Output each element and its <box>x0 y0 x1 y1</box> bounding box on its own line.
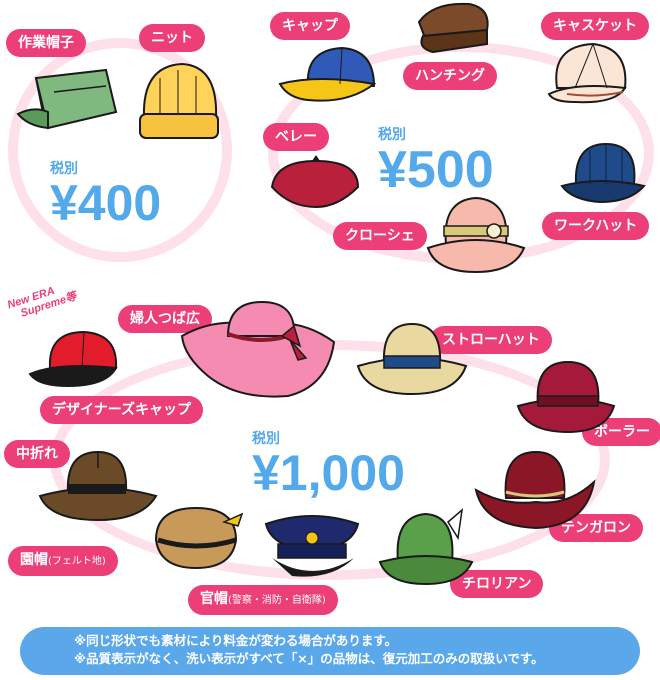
label-designer-cap: デザイナーズキャップ <box>40 396 204 424</box>
price-1000: 税別 ¥1,000 <box>252 428 405 502</box>
fedora-icon <box>38 448 158 524</box>
label-kindergarten-hat-name: 園帽 <box>20 552 48 568</box>
official-cap-icon <box>262 508 362 584</box>
bowler-hat-icon <box>516 356 616 436</box>
knit-cap-icon <box>134 58 224 144</box>
work-hat-icon <box>560 140 646 206</box>
label-beret: ベレー <box>263 123 329 151</box>
label-official-hat: 官帽(警察・消防・自衛隊) <box>188 585 338 615</box>
ring-400 <box>8 38 232 262</box>
label-official-hat-detail: (警察・消防・自衛隊) <box>228 595 326 606</box>
designer-cap-icon <box>28 326 128 390</box>
label-hunting: ハンチング <box>403 62 497 90</box>
tyrolean-hat-icon <box>378 508 474 586</box>
price-500: 税別 ¥500 <box>378 124 494 200</box>
baseball-cap-icon <box>278 44 388 110</box>
price-1000-label: 税別 <box>252 430 280 446</box>
label-straw-hat: ストローハット <box>430 326 552 354</box>
label-cloche: クローシェ <box>333 222 427 250</box>
hunting-cap-icon <box>413 0 493 62</box>
price-500-label: 税別 <box>378 126 406 142</box>
label-ten-gallon: テンガロン <box>549 514 643 542</box>
label-casquette: キャスケット <box>541 12 649 40</box>
kindergarten-hat-icon <box>150 504 246 572</box>
label-fedora: 中折れ <box>4 440 70 468</box>
beret-icon <box>268 155 362 211</box>
label-kindergarten-hat-detail: (フェルト地) <box>48 556 106 567</box>
label-work-cap: 作業帽子 <box>6 29 86 57</box>
price-500-value: ¥500 <box>378 141 494 199</box>
ten-gallon-hat-icon <box>474 446 596 530</box>
label-tyrolean: チロリアン <box>450 570 544 598</box>
note-line-1: ※同じ形状でも素材により料金が変わる場合があります。 <box>74 633 398 648</box>
work-cap-icon <box>14 62 124 142</box>
price-400-label: 税別 <box>50 160 78 176</box>
price-400: 税別 ¥400 <box>50 158 161 232</box>
note-line-2: ※品質表示がなく、洗い表示がすべて「×」の品物は、復元加工のみの取扱いです。 <box>74 651 544 666</box>
label-kindergarten-hat: 園帽(フェルト地) <box>8 546 118 576</box>
label-knit: ニット <box>139 24 205 52</box>
label-official-hat-name: 官帽 <box>200 591 228 607</box>
straw-hat-icon <box>356 320 468 396</box>
wide-brim-hat-icon <box>178 296 338 400</box>
price-1000-value: ¥1,000 <box>252 445 405 501</box>
label-work-hat: ワークハット <box>542 212 650 240</box>
notes-box: ※同じ形状でも素材により料金が変わる場合があります。 ※品質表示がなく、洗い表示… <box>20 627 640 675</box>
label-cap: キャップ <box>270 12 350 40</box>
casquette-icon <box>545 38 631 110</box>
brand-note: New ERA Supreme等 <box>6 279 78 323</box>
price-400-value: ¥400 <box>50 175 162 231</box>
cloche-icon <box>424 192 528 274</box>
